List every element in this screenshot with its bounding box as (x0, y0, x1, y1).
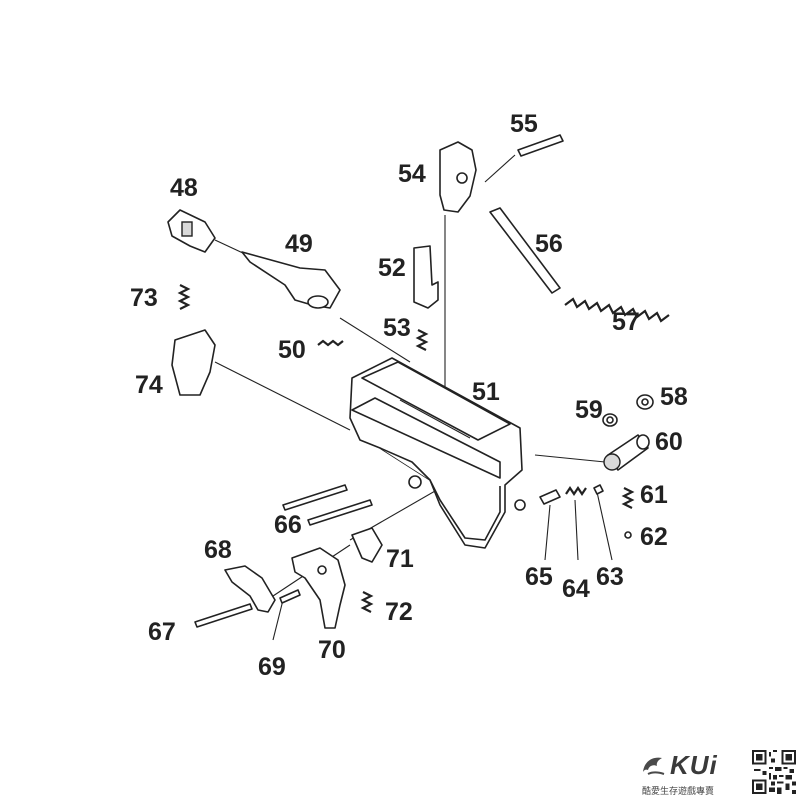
label-50: 50 (278, 336, 306, 364)
part-69-shape (279, 589, 301, 604)
callout-labels: 48 49 50 51 52 53 54 55 56 57 58 59 60 6… (130, 110, 688, 681)
label-60: 60 (655, 428, 683, 456)
part-61-shape (621, 487, 635, 509)
part-48-shape (167, 209, 246, 255)
qr-code-icon (752, 750, 796, 794)
part-52-shape (413, 245, 439, 309)
part-57-shape (564, 297, 670, 323)
part-53-shape (415, 329, 429, 351)
part-73-shape (177, 284, 191, 310)
part-65-shape (539, 489, 561, 505)
brand-name: KUi (670, 750, 718, 780)
label-59: 59 (575, 396, 603, 424)
label-55: 55 (510, 110, 538, 138)
label-58: 58 (660, 383, 688, 411)
label-62: 62 (640, 523, 668, 551)
part-50-shape (317, 339, 344, 347)
label-63: 63 (596, 563, 624, 591)
label-72: 72 (385, 598, 413, 626)
label-54: 54 (398, 160, 426, 188)
part-70-shape (291, 547, 346, 629)
part-71-shape (351, 527, 383, 563)
part-66-shape (282, 484, 373, 526)
label-70: 70 (318, 636, 346, 664)
label-48: 48 (170, 174, 198, 202)
part-63-shape (593, 484, 604, 495)
label-61: 61 (640, 481, 668, 509)
label-65: 65 (525, 563, 553, 591)
label-56: 56 (535, 230, 563, 258)
label-69: 69 (258, 653, 286, 681)
brand-logo-icon (643, 757, 665, 775)
frame-part-51 (349, 357, 526, 549)
label-66: 66 (274, 511, 302, 539)
part-58-shape (636, 394, 654, 410)
label-52: 52 (378, 254, 406, 282)
brand-watermark: KUi 酷愛生存遊戲專賣 (640, 748, 800, 800)
part-62-shape (624, 531, 632, 539)
part-72-shape (360, 591, 374, 613)
part-59-shape (602, 413, 618, 427)
label-68: 68 (204, 536, 232, 564)
label-51: 51 (472, 378, 500, 406)
label-74: 74 (135, 371, 163, 399)
part-68-shape (224, 565, 276, 613)
part-54-shape (439, 141, 477, 213)
part-74-shape (171, 329, 216, 396)
label-67: 67 (148, 618, 176, 646)
part-60-shape (603, 434, 650, 471)
part-64-shape (565, 486, 587, 496)
label-49: 49 (285, 230, 313, 258)
label-57: 57 (612, 308, 640, 336)
label-53: 53 (383, 314, 411, 342)
part-55-shape (517, 134, 564, 157)
part-56-shape (489, 207, 561, 294)
label-64: 64 (562, 575, 590, 603)
label-71: 71 (386, 545, 414, 573)
part-67-shape (194, 603, 253, 628)
part-49-shape (241, 251, 341, 309)
label-73: 73 (130, 284, 158, 312)
brand-subtitle: 酷愛生存遊戲專賣 (642, 787, 715, 797)
